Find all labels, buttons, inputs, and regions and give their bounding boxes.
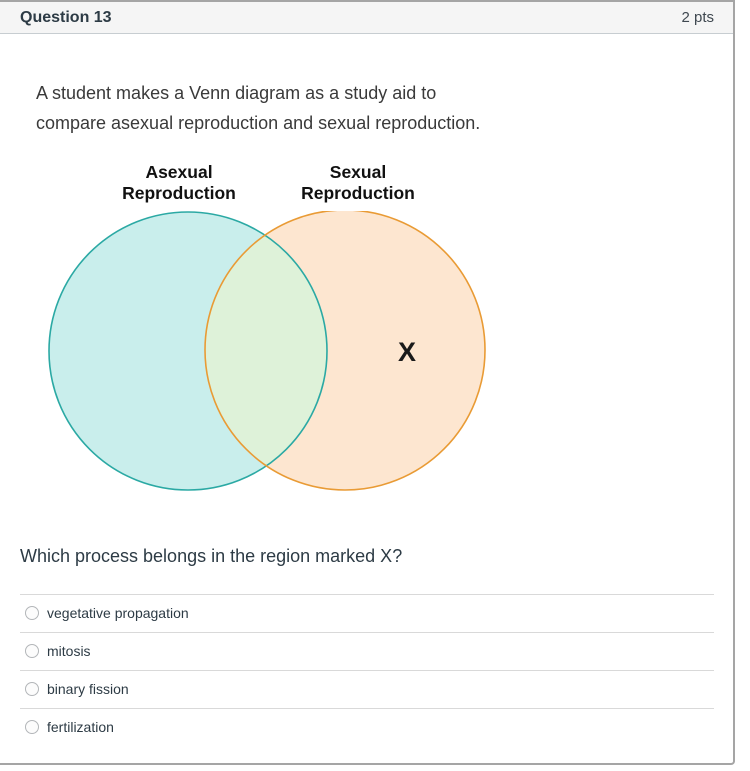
question-card: Question 13 2 pts A student makes a Venn… — [0, 0, 735, 765]
answer-option-vegetative-propagation[interactable]: vegetative propagation — [0, 594, 733, 632]
venn-label-sexual: Sexual Reproduction — [278, 162, 438, 204]
option-label: vegetative propagation — [47, 605, 189, 621]
question-title: Question 13 — [20, 8, 112, 26]
venn-diagram: Asexual Reproduction Sexual Reproduction… — [45, 162, 491, 498]
answer-options: vegetative propagation mitosis binary fi… — [0, 594, 733, 746]
venn-label-asexual-line2: Reproduction — [122, 183, 236, 203]
question-text: A student makes a Venn diagram as a stud… — [36, 78, 480, 138]
answer-option-mitosis[interactable]: mitosis — [0, 632, 733, 670]
venn-marker-x: X — [397, 337, 416, 367]
option-label: binary fission — [47, 681, 129, 697]
venn-label-asexual: Asexual Reproduction — [99, 162, 259, 204]
radio-button[interactable] — [25, 720, 39, 734]
answer-option-binary-fission[interactable]: binary fission — [0, 670, 733, 708]
question-header: Question 13 2 pts — [0, 2, 733, 34]
option-label: mitosis — [47, 643, 91, 659]
option-label: fertilization — [47, 719, 114, 735]
radio-button[interactable] — [25, 606, 39, 620]
radio-button[interactable] — [25, 682, 39, 696]
question-text-line2: compare asexual reproduction and sexual … — [36, 113, 481, 133]
question-prompt: Which process belongs in the region mark… — [20, 546, 403, 566]
venn-overlap-region — [205, 212, 327, 490]
answer-option-fertilization[interactable]: fertilization — [0, 708, 733, 746]
venn-circle-sexual-outline — [204, 211, 486, 491]
question-points: 2 pts — [681, 9, 714, 26]
venn-label-sexual-line2: Reproduction — [301, 183, 415, 203]
radio-button[interactable] — [25, 644, 39, 658]
venn-label-asexual-line1: Asexual — [145, 162, 213, 182]
question-text-line1: A student makes a Venn diagram as a stud… — [36, 83, 437, 103]
venn-circle-asexual-outline — [48, 211, 328, 491]
venn-label-sexual-line1: Sexual — [329, 162, 387, 182]
venn-circles — [48, 211, 486, 491]
